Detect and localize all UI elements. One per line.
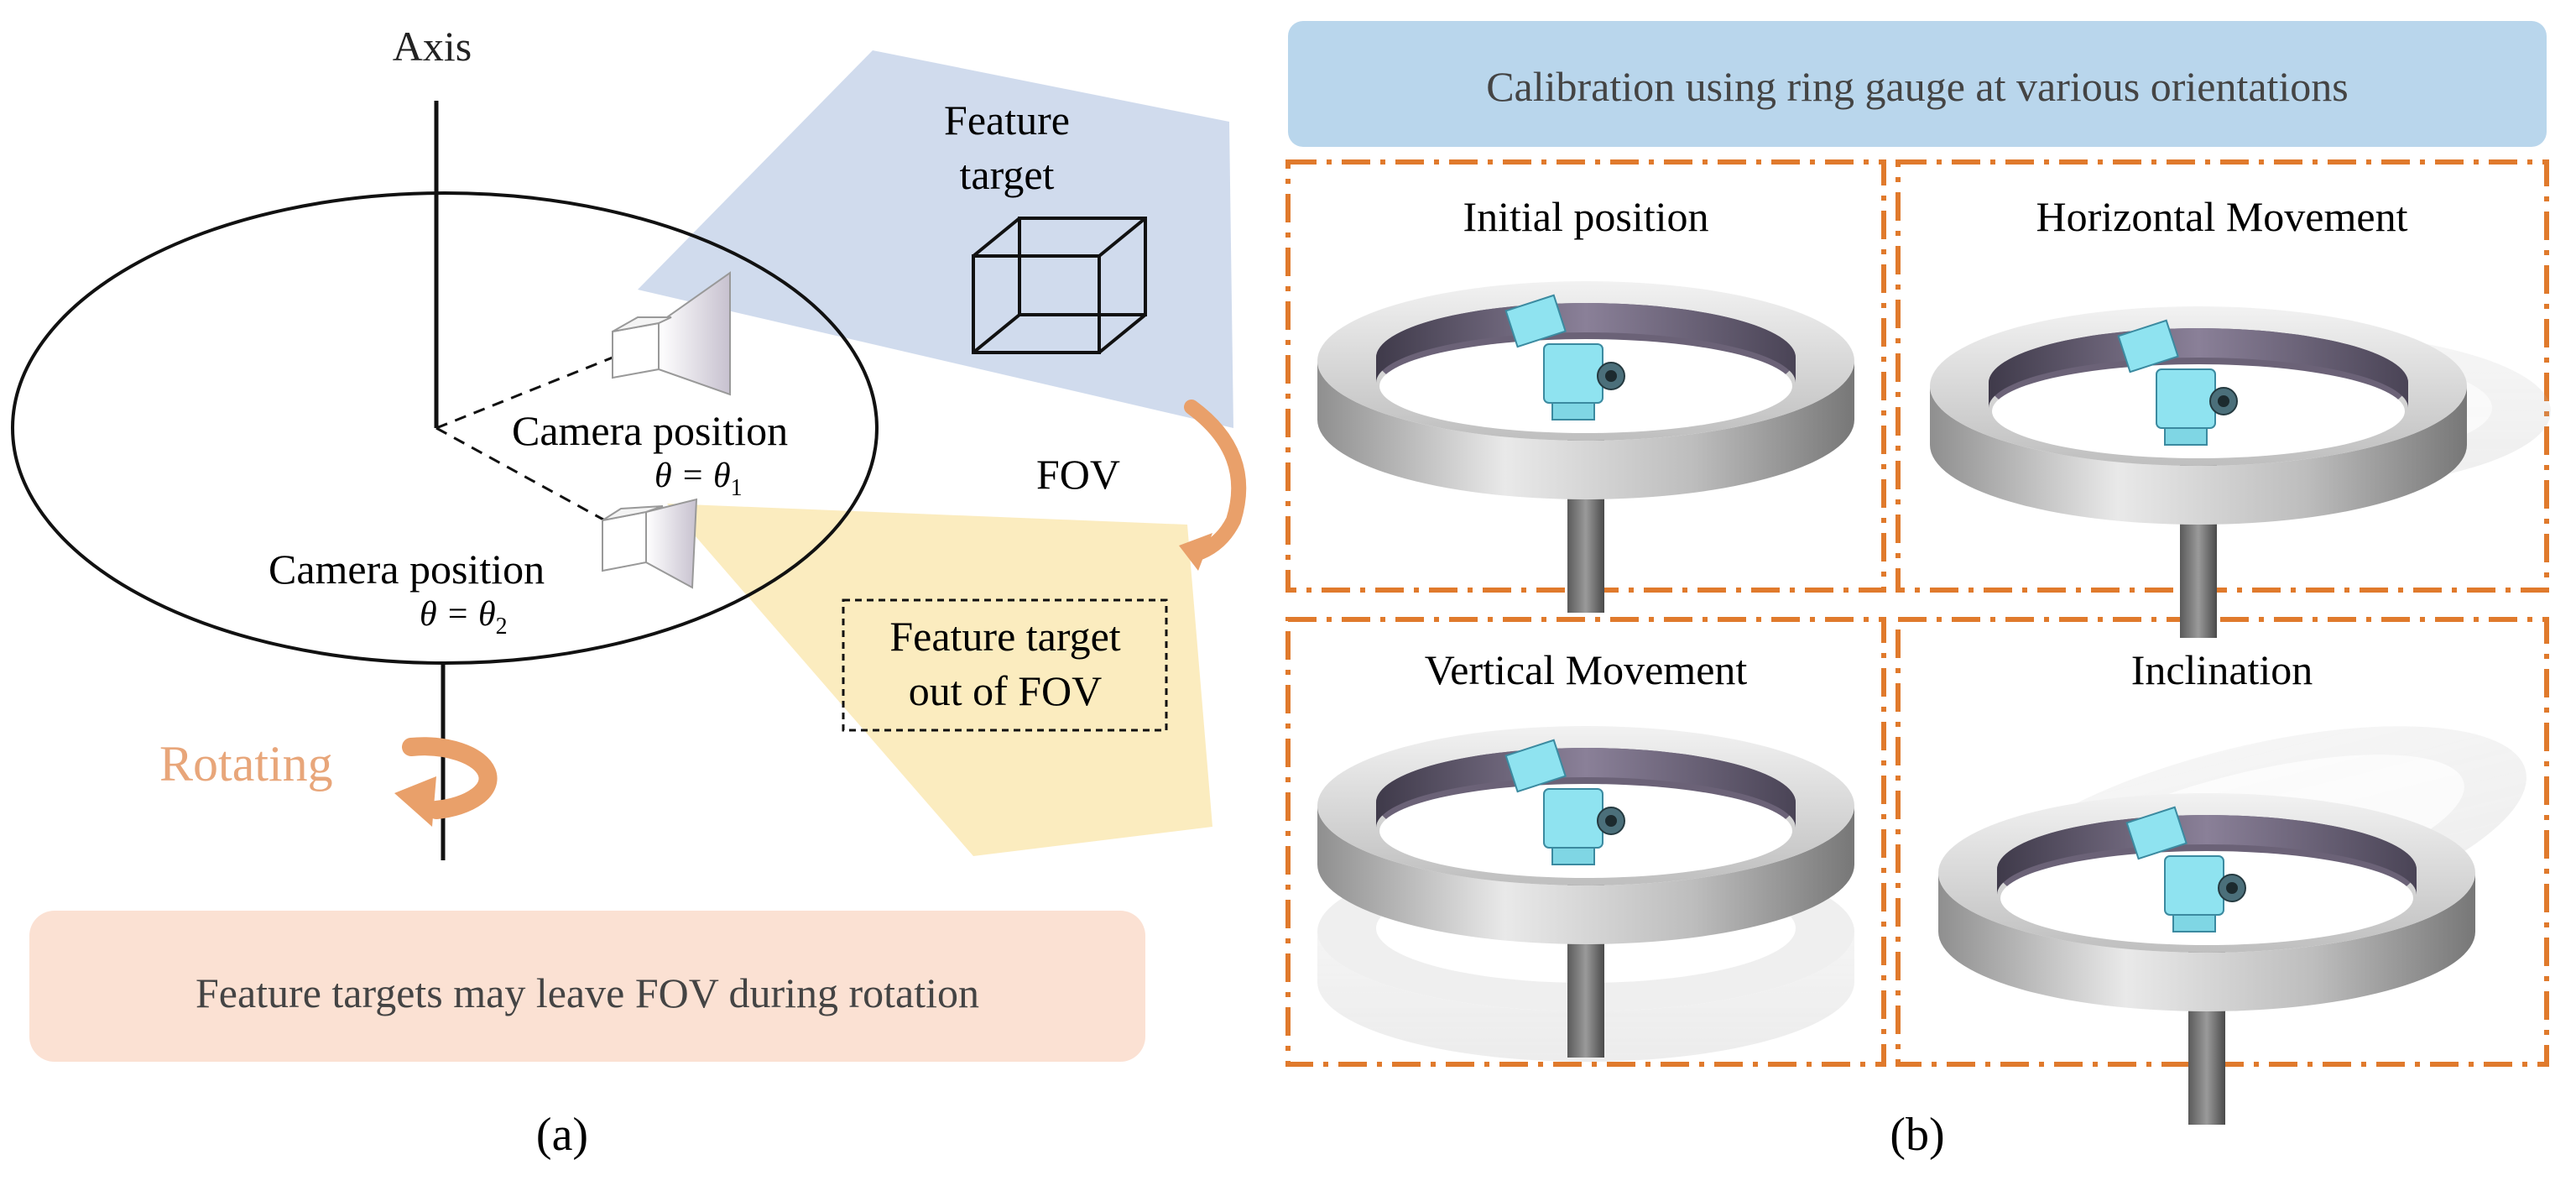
fov-label: FOV [1036,451,1120,498]
camera-icon [612,271,731,396]
ring-gauge-icon [1937,726,2526,1126]
radius-dashed-1 [435,351,626,430]
cell-frame-horizontal [1895,159,2549,593]
rotation-arrow-icon [1184,400,1247,562]
fov-blue-region [638,50,1233,428]
axis-label: Axis [393,23,472,70]
cell-label-inclination: Inclination [2131,646,2313,693]
caption-box [29,911,1145,1062]
camera2-label: Camera position [269,546,545,593]
feature-target-label-line1: Feature [944,97,1070,144]
panel-b-header [1288,21,2547,147]
cell-label-horizontal: Horizontal Movement [2036,193,2408,240]
cell-frame-initial [1285,159,1886,593]
fov-yellow-region [667,504,1212,856]
cube-icon [972,217,1147,354]
radius-dashed-2 [435,426,613,526]
camera-icon [602,498,698,589]
caption-text: Feature targets may leave FOV during rot… [196,969,979,1016]
panel-a-label: (a) [536,1109,588,1161]
ring-gauge-icon [1317,280,1855,614]
cell-frame-vertical [1285,617,1886,1067]
ring-gauge-icon [1317,725,1855,1062]
camera1-theta: θ = θ1 [654,457,743,501]
camera2-theta: θ = θ2 [420,595,508,640]
camera1-label: Camera position [512,407,788,454]
rotation-arrow-head [1179,533,1212,571]
out-of-fov-box [842,598,1168,732]
rotation-arrow-icon [394,737,498,827]
feature-target-label-line2: target [960,151,1055,198]
out-of-fov-line2: out of FOV [909,667,1103,714]
panel-b-header-text: Calibration using ring gauge at various … [1486,63,2349,110]
cell-label-initial: Initial position [1463,193,1708,240]
panel-b-label: (b) [1890,1109,1944,1161]
rotating-label: Rotating [159,736,333,791]
out-of-fov-line1: Feature target [889,613,1120,660]
cell-label-vertical: Vertical Movement [1425,646,1748,693]
panel-b: Calibration using ring gauge at various … [1285,21,2551,1161]
panel-a: Axis Feature target Camera position [11,23,1247,1161]
ring-gauge-icon [1929,306,2551,639]
